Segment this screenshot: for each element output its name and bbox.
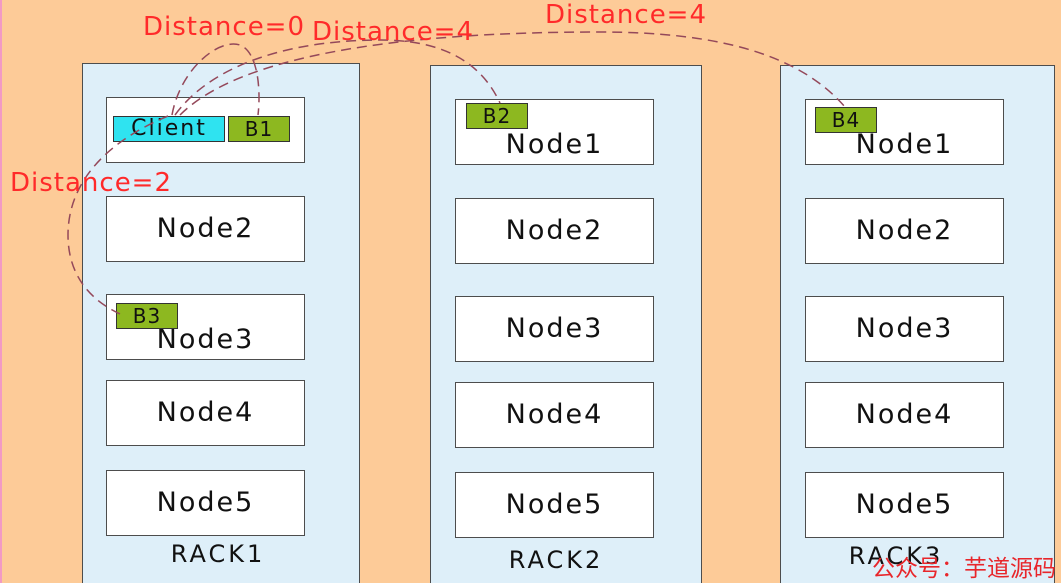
rack-1-node-5: Node5 — [106, 470, 305, 536]
rack-2-node-1: B2 Node1 — [455, 99, 654, 165]
distance-label-b1: Distance=0 — [143, 12, 306, 42]
node-label: Node2 — [855, 215, 954, 246]
block-b4: B4 — [815, 107, 877, 133]
distance-label-b2: Distance=4 — [312, 17, 475, 47]
rack-2-node-3: Node3 — [455, 296, 654, 362]
block-b3: B3 — [116, 303, 178, 329]
distance-label-b4: Distance=4 — [545, 0, 708, 30]
rack-2-node-5: Node5 — [455, 472, 654, 538]
node-label: Node4 — [855, 399, 954, 430]
node-label: Node1 — [855, 129, 954, 160]
rack-1-node-1: Client B1 — [106, 97, 305, 163]
rack-3: B4 Node1 Node2 Node3 Node4 Node5 RACK3 — [780, 65, 1055, 583]
node-label: Node4 — [156, 397, 255, 428]
block-b1: B1 — [228, 116, 290, 142]
node-label: Node3 — [505, 313, 604, 344]
rack-label: RACK2 — [508, 546, 604, 574]
rack-1-node-3: B3 Node3 — [106, 294, 305, 360]
node-label: Node1 — [505, 129, 604, 160]
watermark: 公众号：芋道源码 — [872, 556, 1056, 582]
rack-3-node-2: Node2 — [805, 198, 1004, 264]
rack-label: RACK3 — [848, 542, 944, 570]
node-label: Node5 — [156, 487, 255, 518]
left-edge-line — [0, 0, 2, 583]
rack-3-node-1: B4 Node1 — [805, 99, 1004, 165]
rack-2-node-4: Node4 — [455, 382, 654, 448]
node-label: Node5 — [855, 489, 954, 520]
node-label: Node2 — [505, 215, 604, 246]
rack-2: B2 Node1 Node2 Node3 Node4 Node5 RACK2 — [430, 65, 702, 583]
rack-2-node-2: Node2 — [455, 198, 654, 264]
node-label: Node4 — [505, 399, 604, 430]
block-b2: B2 — [466, 103, 528, 129]
rack-1-node-4: Node4 — [106, 380, 305, 446]
client-box: Client — [113, 116, 225, 142]
node-label: Node2 — [156, 213, 255, 244]
distance-label-b3: Distance=2 — [10, 168, 173, 198]
node-label: Node5 — [505, 489, 604, 520]
node-label: Node3 — [156, 324, 255, 355]
rack-1: Client B1 Node2 B3 Node3 Node4 Node5 RAC… — [82, 63, 360, 583]
node-label: Node3 — [855, 313, 954, 344]
rack-1-node-2: Node2 — [106, 196, 305, 262]
rack-3-node-5: Node5 — [805, 472, 1004, 538]
rack-3-node-4: Node4 — [805, 382, 1004, 448]
rack-3-node-3: Node3 — [805, 296, 1004, 362]
rack-label: RACK1 — [170, 540, 266, 568]
